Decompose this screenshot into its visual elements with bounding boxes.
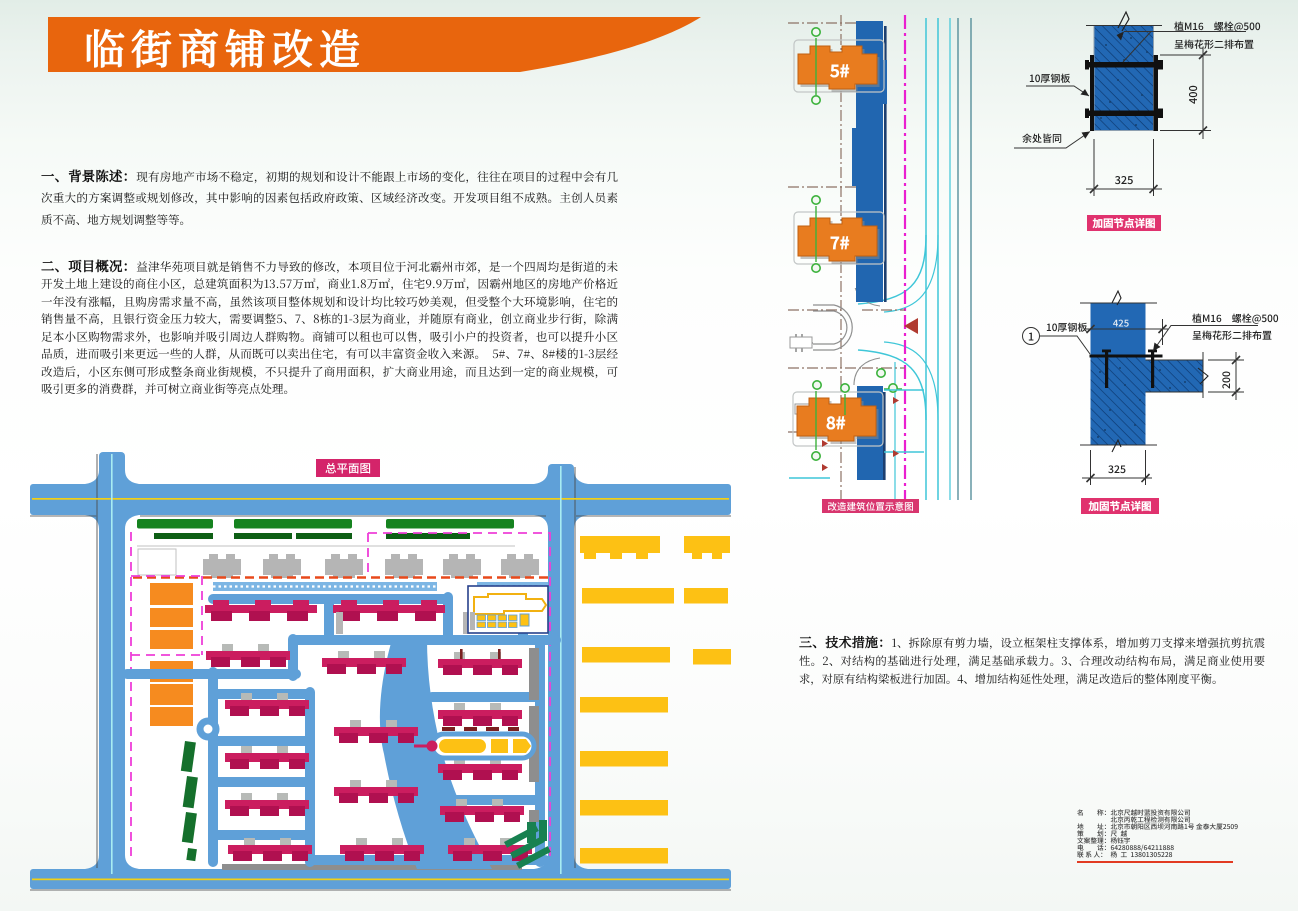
svg-text:植M16 螺栓@500: 植M16 螺栓@500 <box>1174 18 1261 33</box>
svg-text:425: 425 <box>1113 316 1129 330</box>
svg-text:200: 200 <box>1219 371 1234 389</box>
svg-text:5#: 5# <box>830 57 850 82</box>
svg-text:10厚钢板: 10厚钢板 <box>1046 319 1087 334</box>
svg-text:余处皆同: 余处皆同 <box>1022 130 1062 145</box>
svg-text:325: 325 <box>1108 462 1126 477</box>
svg-text:7#: 7# <box>830 229 850 254</box>
svg-text:10厚钢板: 10厚钢板 <box>1029 70 1070 85</box>
svg-text:总平面图: 总平面图 <box>325 461 371 477</box>
svg-text:325: 325 <box>1115 172 1134 188</box>
svg-text:临街商铺改造: 临街商铺改造 <box>84 17 366 76</box>
svg-text:400: 400 <box>1185 85 1201 104</box>
svg-text:呈梅花形二排布置: 呈梅花形二排布置 <box>1174 36 1254 51</box>
svg-text:加固节点详图: 加固节点详图 <box>1088 499 1152 514</box>
svg-text:加固节点详图: 加固节点详图 <box>1092 216 1156 231</box>
svg-text:植M16 螺栓@500: 植M16 螺栓@500 <box>1192 310 1279 325</box>
svg-text:呈梅花形二排布置: 呈梅花形二排布置 <box>1192 327 1272 342</box>
svg-text:8#: 8# <box>826 409 846 434</box>
svg-text:1: 1 <box>1028 329 1034 345</box>
svg-text:改造建筑位置示意图: 改造建筑位置示意图 <box>827 499 913 513</box>
